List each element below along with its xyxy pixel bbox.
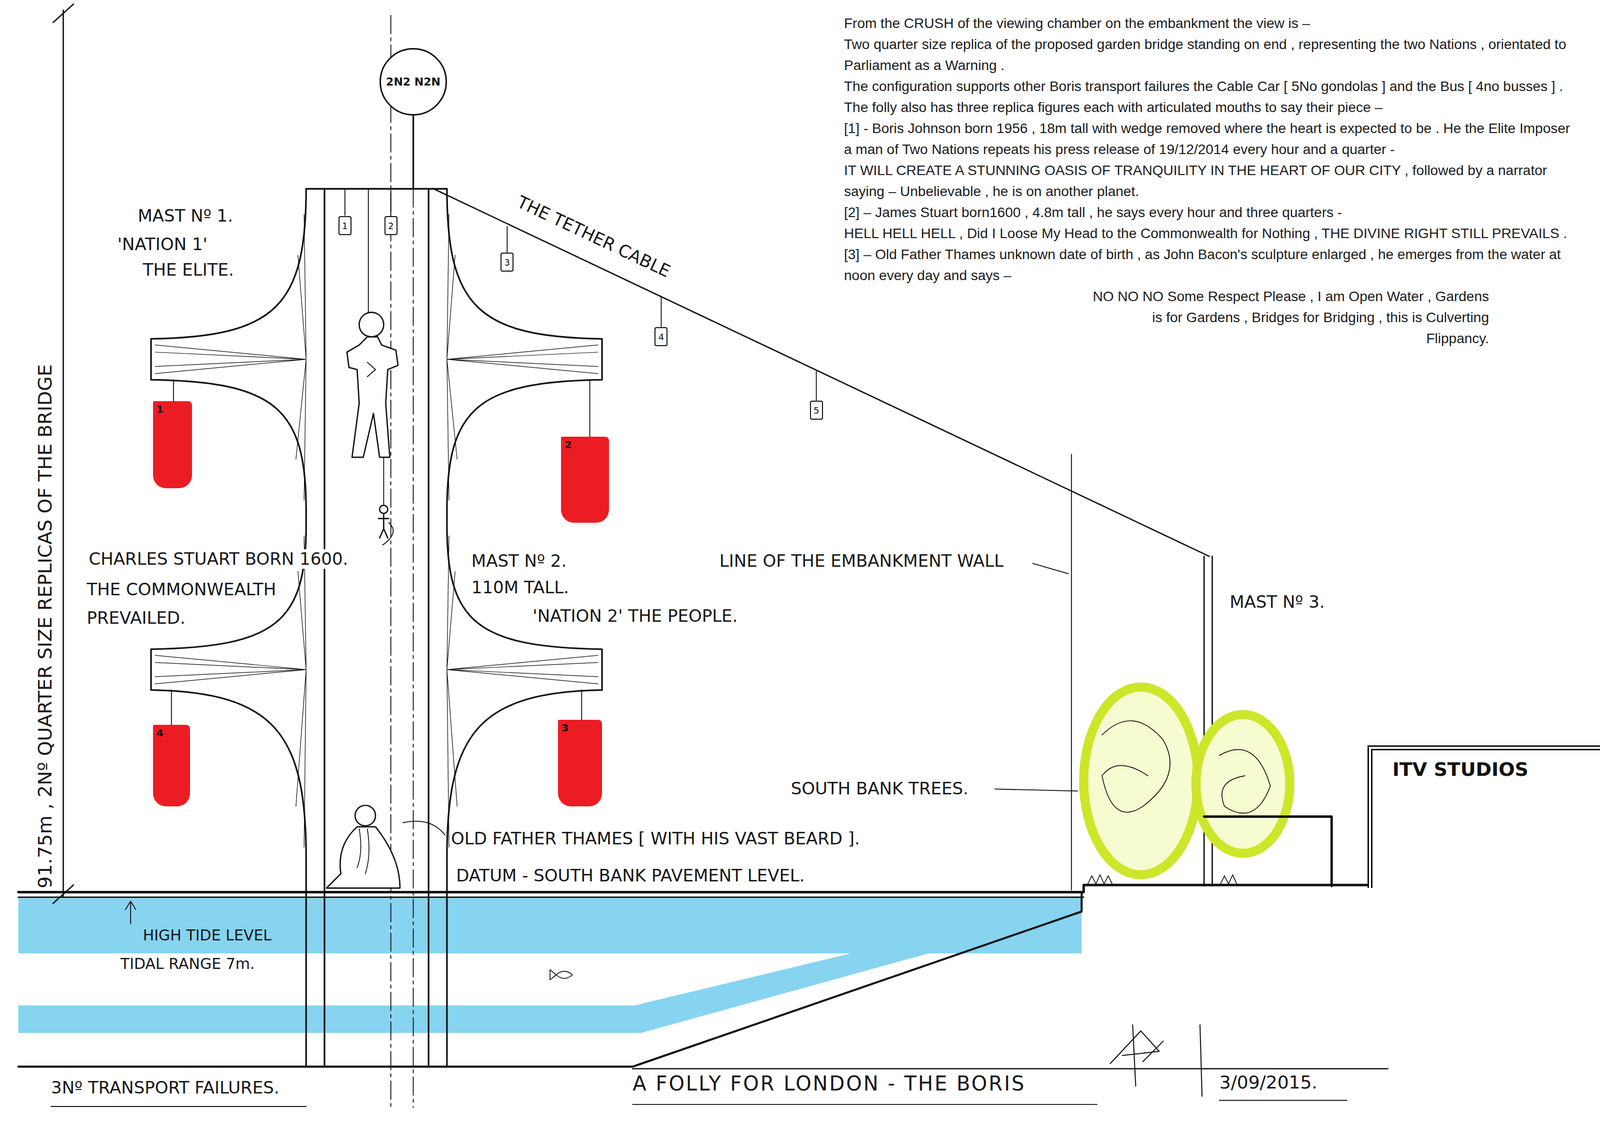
river-water bbox=[18, 898, 1080, 1033]
figure-rope bbox=[368, 189, 369, 313]
note-paragraph: The configuration supports other Boris t… bbox=[844, 76, 1580, 97]
hand-label: MAST Nº 2. bbox=[471, 551, 567, 571]
grass bbox=[1088, 874, 1237, 884]
hand-label: LINE OF THE EMBANKMENT WALL bbox=[719, 551, 1004, 571]
note-paragraph: IT WILL CREATE A STUNNING OASIS OF TRANQ… bbox=[844, 160, 1580, 202]
leader-line bbox=[403, 821, 445, 835]
node-text: 4 bbox=[156, 726, 164, 739]
note-paragraph: HELL HELL HELL , Did I Loose My Head to … bbox=[844, 223, 1580, 244]
wall-outline bbox=[1204, 816, 1332, 886]
note-paragraph: From the CRUSH of the viewing chamber on… bbox=[844, 13, 1580, 34]
underline bbox=[51, 1100, 1347, 1106]
james-figure bbox=[378, 513, 389, 538]
cable-car-gondola: 4 bbox=[654, 327, 668, 346]
studio-building: ITV STUDIOS bbox=[1367, 745, 1600, 888]
leader-line bbox=[382, 522, 393, 545]
red-bus: 1 bbox=[153, 401, 192, 488]
node-text: 1 bbox=[156, 403, 164, 415]
mast-hatching bbox=[155, 214, 598, 847]
cable-car-gondola: 3 bbox=[500, 252, 514, 272]
tree bbox=[1196, 714, 1290, 853]
note-paragraph: The folly also has three replica figures… bbox=[844, 97, 1580, 118]
hand-label: OLD FATHER THAMES [ WITH HIS VAST BEARD … bbox=[451, 828, 860, 848]
old-father-thames bbox=[326, 826, 400, 888]
node-text: ITV STUDIOS bbox=[1392, 758, 1529, 780]
hand-label: THE TETHER CABLE bbox=[514, 192, 673, 281]
tide-arrow bbox=[125, 901, 136, 924]
hand-label: MAST Nº 3. bbox=[1229, 592, 1325, 612]
cable-car-gondola: 1 bbox=[338, 216, 352, 235]
node-text: 4 bbox=[658, 331, 664, 342]
note-paragraph: [1] - Boris Johnson born 1956 , 18m tall… bbox=[844, 118, 1580, 160]
dimension-line bbox=[62, 10, 64, 896]
embankment-line bbox=[1071, 454, 1072, 890]
tree bbox=[1083, 686, 1198, 874]
hand-label: MAST Nº 1. bbox=[138, 206, 233, 226]
hand-label: 3Nº TRANSPORT FAILURES. bbox=[51, 1077, 280, 1097]
hand-label: 110M TALL. bbox=[471, 577, 569, 597]
note-paragraph: [2] – James Stuart born1600 , 4.8m tall … bbox=[844, 202, 1580, 223]
mast-top-circle: 2N2 N2N bbox=[379, 48, 447, 116]
hand-label: HIGH TIDE LEVEL bbox=[143, 926, 272, 944]
centre-line bbox=[413, 189, 414, 1108]
mast-outline bbox=[447, 189, 602, 1067]
hand-label: TIDAL RANGE 7m. bbox=[120, 955, 255, 973]
node-text: 2 bbox=[388, 220, 394, 231]
leader-line bbox=[995, 788, 1078, 791]
hand-label: THE ELITE. bbox=[143, 260, 234, 280]
hand-label: PREVAILED. bbox=[86, 608, 185, 628]
node-text: 3 bbox=[504, 257, 510, 268]
mast-outline bbox=[428, 189, 430, 1067]
figure-rope bbox=[383, 457, 384, 504]
fish bbox=[550, 969, 573, 980]
node-text: 3 bbox=[561, 721, 569, 734]
james-head bbox=[379, 505, 388, 513]
gondola-hanger bbox=[345, 189, 817, 400]
hand-label: CHARLES STUART BORN 1600. bbox=[86, 549, 350, 569]
note-paragraph: [3] – Old Father Thames unknown date of … bbox=[844, 244, 1580, 286]
top-beam bbox=[306, 188, 447, 190]
thames-head bbox=[355, 805, 376, 826]
note-paragraph: NO NO NO Some Respect Please , I am Open… bbox=[1089, 286, 1489, 349]
signature bbox=[1110, 1024, 1163, 1086]
hand-label: SOUTH BANK TREES. bbox=[791, 778, 969, 798]
hand-label: THE COMMONWEALTH bbox=[86, 579, 276, 599]
signature-stroke bbox=[1200, 1024, 1202, 1096]
node-text: 1 bbox=[342, 220, 348, 231]
note-paragraph: Two quarter size replica of the proposed… bbox=[844, 34, 1580, 76]
hand-label: 'NATION 1' bbox=[117, 234, 208, 254]
cable-car-gondola: 5 bbox=[810, 400, 823, 420]
red-bus: 2 bbox=[561, 436, 609, 522]
mast-outline bbox=[323, 189, 325, 1067]
hand-label: 3/09/2015. bbox=[1219, 1071, 1318, 1092]
notes-block: From the CRUSH of the viewing chamber on… bbox=[844, 13, 1580, 349]
heart-wedge bbox=[367, 362, 376, 377]
river-bed bbox=[18, 891, 1082, 1066]
red-bus: 4 bbox=[153, 724, 190, 806]
centre-line bbox=[390, 15, 392, 1107]
pavement-line bbox=[18, 884, 1368, 892]
base-line bbox=[632, 1067, 1388, 1069]
boris-figure bbox=[347, 336, 398, 457]
circle-post bbox=[412, 114, 414, 189]
tree-scribble bbox=[1102, 720, 1271, 813]
hand-label: 91.75m , 2Nº QUARTER SIZE REPLICAS OF TH… bbox=[34, 364, 57, 888]
node-text: 2 bbox=[564, 438, 572, 451]
hand-label: DATUM - SOUTH BANK PAVEMENT LEVEL. bbox=[454, 865, 807, 885]
drawing-title: A FOLLY FOR LONDON - THE BORIS bbox=[632, 1071, 1026, 1095]
red-bus: 3 bbox=[558, 719, 602, 806]
hand-label: 'NATION 2' THE PEOPLE. bbox=[532, 606, 738, 626]
node-text: 5 bbox=[813, 405, 819, 416]
cable-car-gondola: 2 bbox=[384, 216, 398, 235]
node-text: 2N2 N2N bbox=[386, 75, 441, 88]
leader-line bbox=[1032, 563, 1068, 573]
boris-head bbox=[359, 312, 384, 337]
high-tide-line bbox=[18, 896, 1084, 898]
tether-cable bbox=[433, 189, 1209, 557]
thames-beard bbox=[357, 828, 369, 874]
